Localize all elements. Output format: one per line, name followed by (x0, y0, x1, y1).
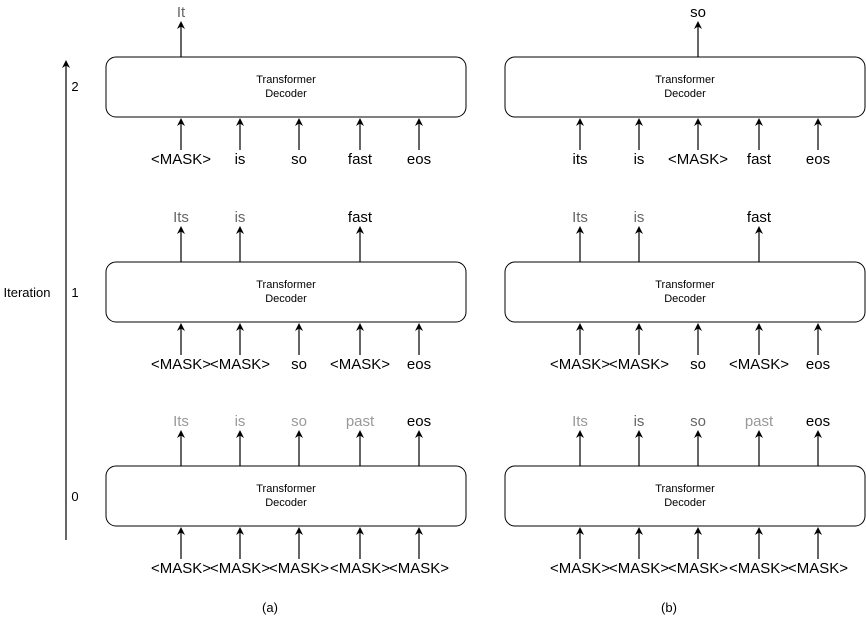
transformer-decoder-box (504, 261, 866, 323)
input-token: <MASK> (151, 560, 211, 577)
input-token: <MASK> (609, 356, 669, 373)
output-token: past (346, 413, 375, 430)
input-token: <MASK> (668, 151, 728, 168)
input-token: <MASK> (330, 560, 390, 577)
input-token: is (634, 151, 645, 168)
decoder-label-line1: Transformer (256, 483, 316, 495)
decoder-label-line2: Decoder (664, 293, 706, 305)
panel-caption: (b) (661, 600, 677, 615)
decoder-label-line2: Decoder (265, 497, 307, 509)
output-token: so (690, 413, 706, 430)
output-token: is (634, 209, 645, 226)
decoder-label-line2: Decoder (265, 293, 307, 305)
output-token: past (745, 413, 774, 430)
decoder-label-line1: Transformer (655, 483, 715, 495)
output-token: is (235, 413, 246, 430)
panel-caption: (a) (262, 600, 278, 615)
input-token: <MASK> (269, 560, 329, 577)
input-token: eos (806, 356, 830, 373)
input-token: its (573, 151, 588, 168)
decoder-label-line1: Transformer (256, 74, 316, 86)
decoder-label-line2: Decoder (265, 88, 307, 100)
decoder-label-line1: Transformer (256, 279, 316, 291)
input-token: <MASK> (389, 560, 449, 577)
transformer-decoder-box (105, 261, 467, 323)
iteration-tick-1: 1 (71, 285, 78, 300)
output-token: fast (747, 209, 772, 226)
transformer-decoder-box (105, 465, 467, 527)
input-token: eos (407, 356, 431, 373)
input-token: <MASK> (210, 356, 270, 373)
input-token: <MASK> (330, 356, 390, 373)
input-token: fast (747, 151, 772, 168)
input-token: eos (407, 151, 431, 168)
input-token: so (291, 356, 307, 373)
input-token: <MASK> (729, 356, 789, 373)
input-token: <MASK> (151, 356, 211, 373)
input-token: fast (348, 151, 373, 168)
decoder-label-line2: Decoder (664, 88, 706, 100)
output-token: is (634, 413, 645, 430)
panels-layer: TransformerDecoder<MASK><MASK><MASK><MAS… (105, 4, 866, 615)
input-token: <MASK> (210, 560, 270, 577)
input-token: <MASK> (550, 356, 610, 373)
output-token: It (177, 4, 186, 21)
output-token: eos (806, 413, 830, 430)
input-token: is (235, 151, 246, 168)
input-token: <MASK> (668, 560, 728, 577)
input-token: <MASK> (151, 151, 211, 168)
transformer-decoder-box (105, 56, 467, 118)
output-token: eos (407, 413, 431, 430)
panel-b: TransformerDecoder<MASK><MASK><MASK><MAS… (504, 4, 866, 615)
input-token: <MASK> (550, 560, 610, 577)
decoder-label-line1: Transformer (655, 279, 715, 291)
decoder-label-line2: Decoder (664, 497, 706, 509)
iteration-tick-0: 0 (71, 489, 78, 504)
iteration-row-1: TransformerDecoder<MASK><MASK>so<MASK>eo… (504, 209, 866, 373)
input-token: <MASK> (609, 560, 669, 577)
iteration-row-0: TransformerDecoder<MASK><MASK><MASK><MAS… (105, 413, 467, 577)
transformer-decoder-box (504, 465, 866, 527)
iteration-row-0: TransformerDecoder<MASK><MASK><MASK><MAS… (504, 413, 866, 577)
output-token: so (690, 4, 706, 21)
iteration-row-1: TransformerDecoder<MASK><MASK>so<MASK>eo… (105, 209, 467, 373)
output-token: Its (173, 209, 189, 226)
input-token: so (690, 356, 706, 373)
input-token: <MASK> (729, 560, 789, 577)
output-token: Its (173, 413, 189, 430)
input-token: <MASK> (788, 560, 848, 577)
output-token: fast (348, 209, 373, 226)
iteration-tick-2: 2 (71, 79, 78, 94)
panel-a: TransformerDecoder<MASK><MASK><MASK><MAS… (105, 4, 467, 615)
output-token: Its (572, 209, 588, 226)
output-token: is (235, 209, 246, 226)
input-token: so (291, 151, 307, 168)
iteration-axis: Iteration 0 1 2 (4, 60, 79, 540)
iteration-axis-label: Iteration (4, 285, 51, 300)
decoder-label-line1: Transformer (655, 74, 715, 86)
output-token: so (291, 413, 307, 430)
output-token: Its (572, 413, 588, 430)
input-token: eos (806, 151, 830, 168)
transformer-decoder-box (504, 56, 866, 118)
